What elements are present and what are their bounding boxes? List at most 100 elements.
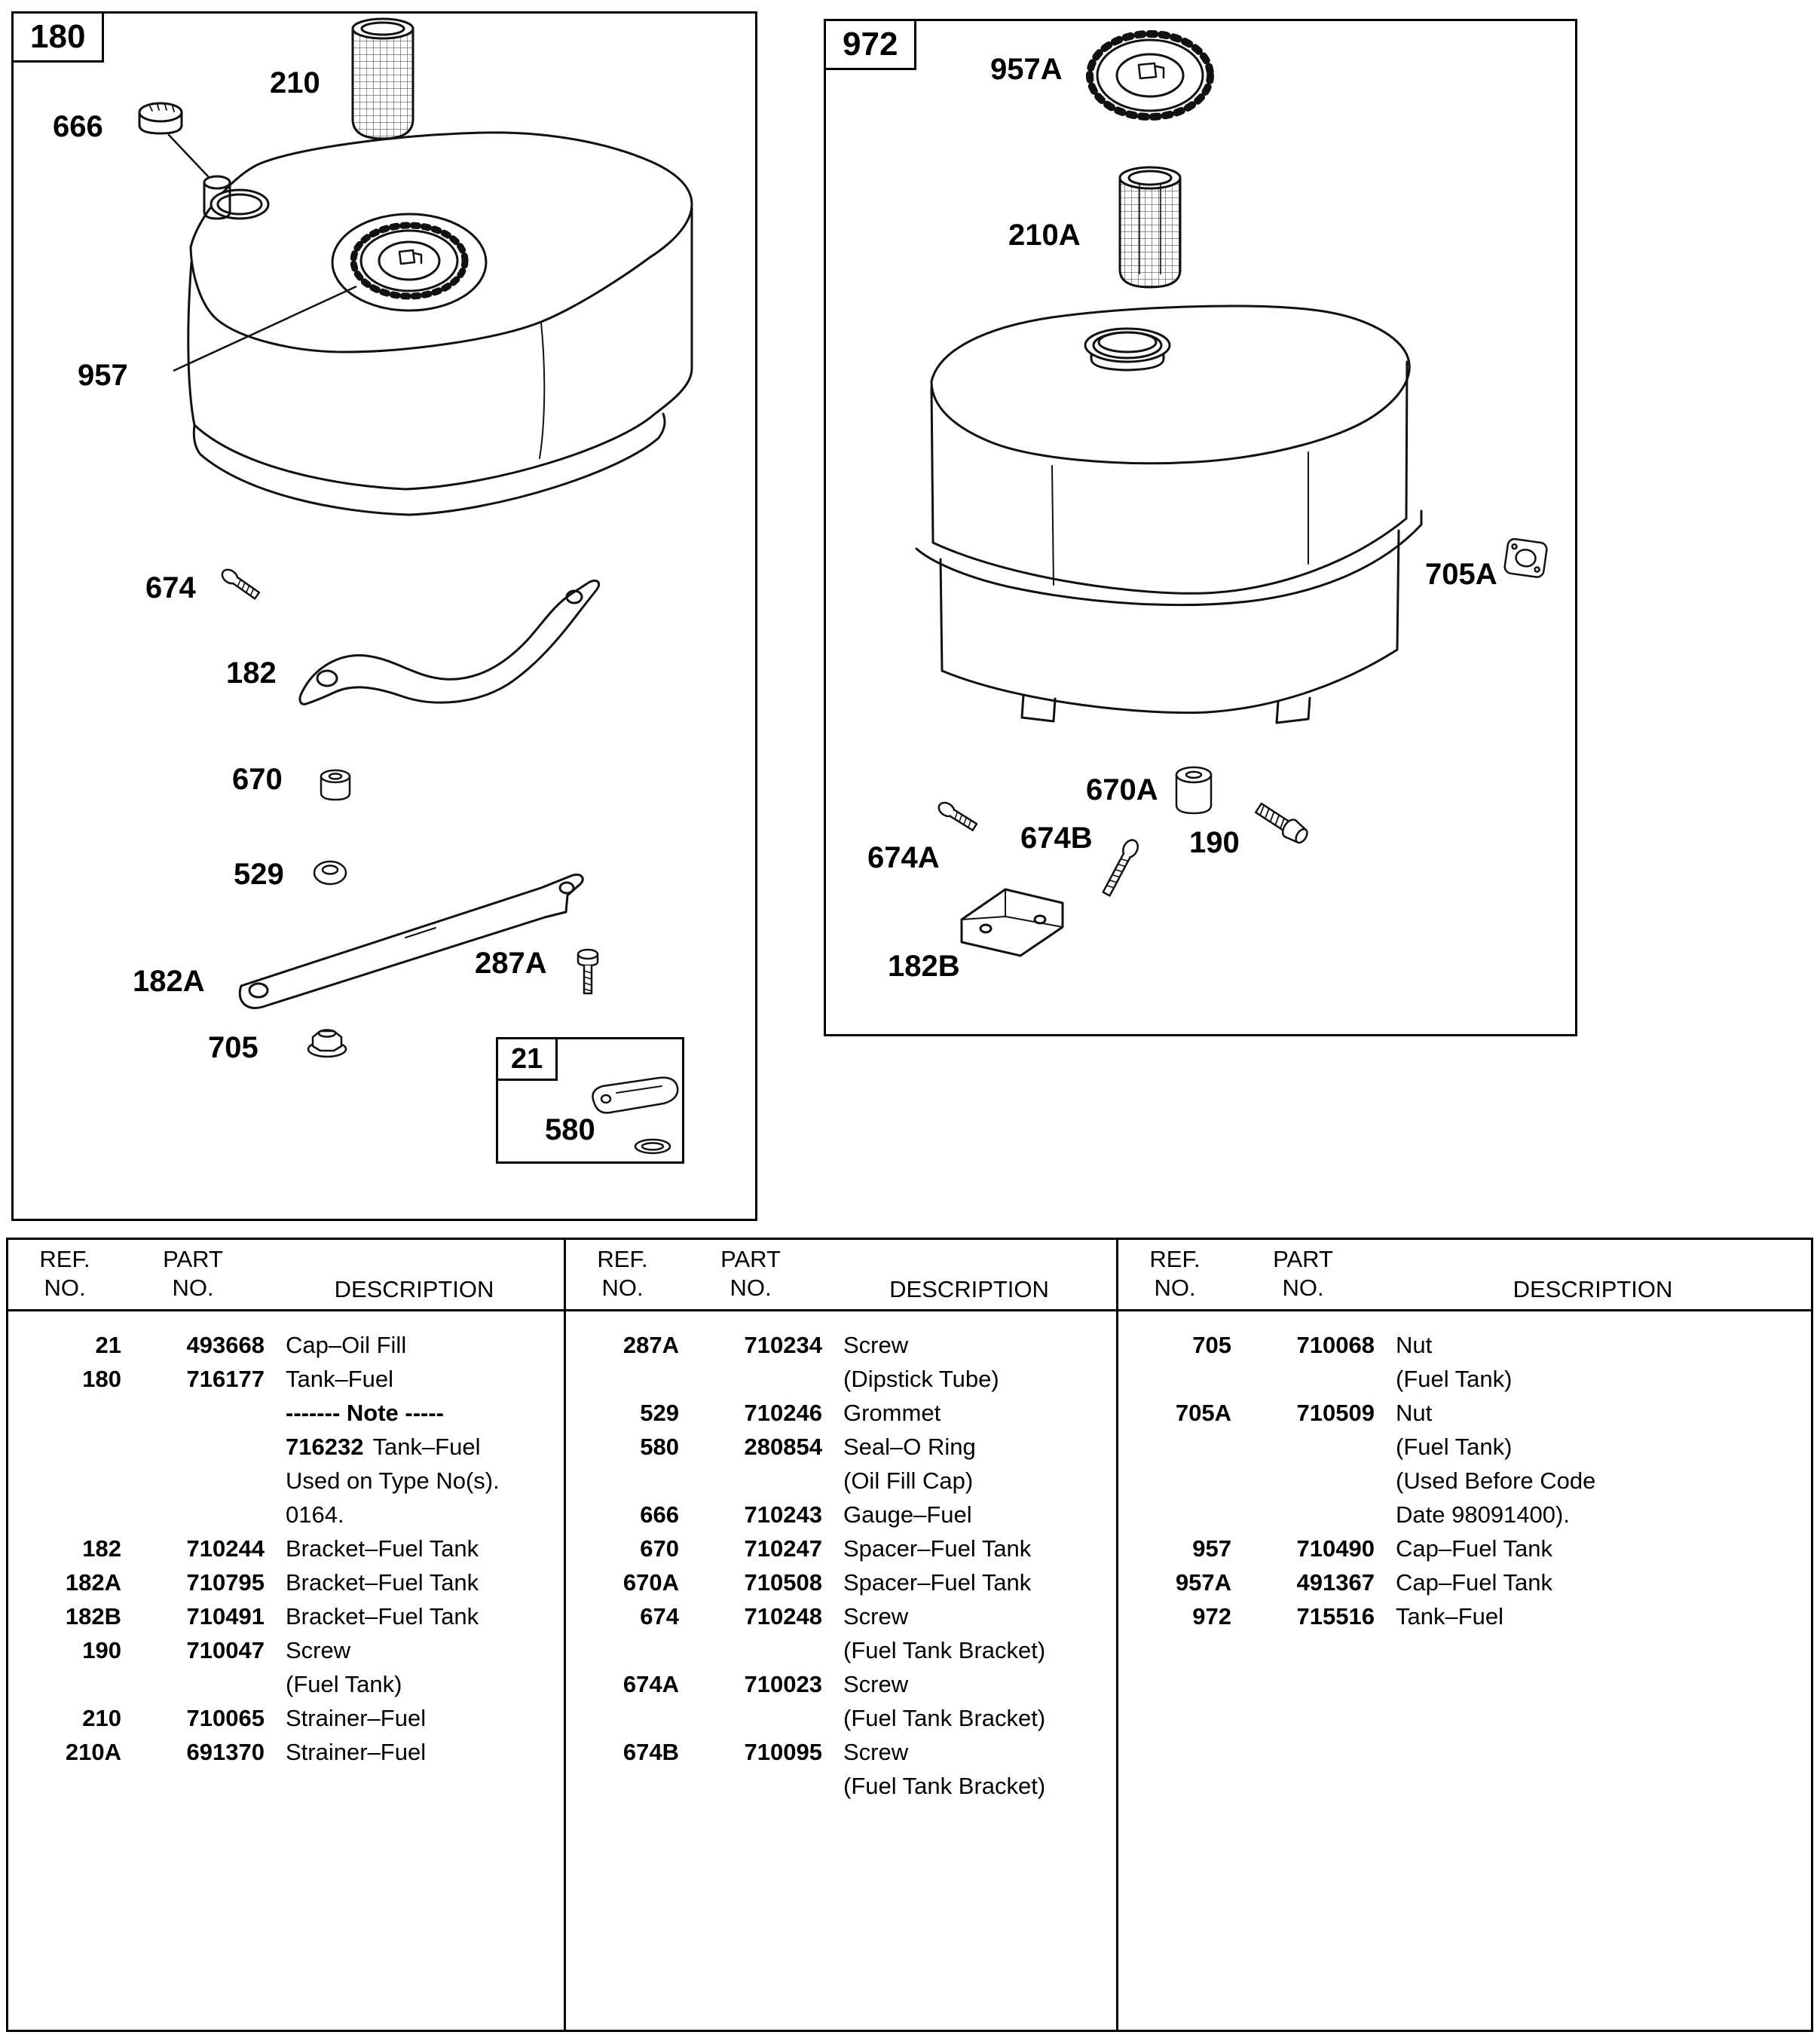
part-no (121, 1430, 265, 1464)
bracket-182B-drawing (960, 888, 1064, 957)
table-row: (Fuel Tank) (1118, 1430, 1811, 1464)
ref-no: 674A (622, 1671, 679, 1697)
description: Tank–Fuel (286, 1366, 394, 1392)
part-label-670: 670 (232, 763, 283, 796)
fuel-gauge-666-drawing (138, 102, 231, 220)
description: ------- Note ----- (286, 1400, 444, 1426)
part-label-190: 190 (1189, 826, 1240, 859)
part-no (679, 1633, 822, 1667)
part-no (121, 1464, 265, 1498)
grommet-529-drawing (313, 860, 347, 886)
table-row: ------- Note ----- (8, 1396, 564, 1430)
screw-674B-drawing (1102, 839, 1139, 897)
exploded-drawing-972 (915, 30, 1548, 957)
table-row: (Dipstick Tube) (566, 1362, 1116, 1396)
description: Screw (843, 1332, 909, 1358)
part-no-header: PART NO. (163, 1245, 223, 1302)
table-row: 21 493668 Cap–Oil Fill (8, 1328, 564, 1362)
part-no: 710243 (744, 1501, 822, 1528)
part-no: 493668 (186, 1332, 265, 1358)
oil-fill-cap-21-drawing (592, 1076, 679, 1114)
description: Cap–Fuel Tank (1396, 1535, 1552, 1562)
inset-number-box-21: 21 (496, 1037, 558, 1081)
part-no (679, 1464, 822, 1498)
table-row: 182 710244 Bracket–Fuel Tank (8, 1532, 564, 1565)
description: Gauge–Fuel (843, 1501, 972, 1528)
table-header: REF. NO. PART NO. DESCRIPTION (8, 1240, 564, 1311)
description: Nut (1396, 1332, 1433, 1358)
table-column-group-1: REF. NO. PART NO. DESCRIPTION 21 493668 (8, 1240, 564, 2030)
table-column-group-2: REF. NO. PART NO. DESCRIPTION 287A 71023… (564, 1240, 1116, 2030)
part-label-666: 666 (53, 110, 103, 143)
table-row: (Fuel Tank Bracket) (566, 1633, 1116, 1667)
part-label-182B: 182B (888, 950, 960, 983)
description: Seal–O Ring (843, 1434, 976, 1460)
description: Date 98091400). (1396, 1501, 1570, 1528)
part-no-header: PART NO. (720, 1245, 781, 1302)
ref-no: 666 (640, 1501, 679, 1528)
ref-no: 210A (65, 1739, 121, 1765)
ref-no (566, 1633, 679, 1667)
strainer-210-drawing (351, 17, 414, 140)
part-label-210A: 210A (1008, 219, 1081, 252)
part-no: 715516 (1296, 1603, 1375, 1630)
description: (Fuel Tank Bracket) (843, 1705, 1046, 1731)
ref-no (566, 1464, 679, 1498)
ref-no (8, 1430, 121, 1464)
part-label-705: 705 (208, 1031, 258, 1064)
description: Strainer–Fuel (286, 1739, 427, 1765)
ref-no: 972 (1192, 1603, 1231, 1630)
table-row: (Fuel Tank Bracket) (566, 1769, 1116, 1803)
bracket-182A-drawing (238, 873, 584, 1009)
description: (Fuel Tank) (286, 1671, 402, 1697)
ref-no-header: REF. NO. (1149, 1245, 1201, 1302)
table-header: REF. NO. PART NO. DESCRIPTION (1118, 1240, 1811, 1311)
table-column-group-3: REF. NO. PART NO. DESCRIPTION 705 710068 (1116, 1240, 1811, 2030)
nut-705-drawing (307, 1029, 347, 1058)
flange-nut-705A-drawing (1503, 537, 1548, 578)
description: (Fuel Tank) (1396, 1434, 1513, 1460)
part-no (679, 1362, 822, 1396)
description: Bracket–Fuel Tank (286, 1535, 479, 1562)
strainer-210A-drawing (1118, 166, 1182, 289)
ref-no (566, 1362, 679, 1396)
bracket-182-drawing (298, 579, 601, 705)
table-row: 972 715516 Tank–Fuel (1118, 1599, 1811, 1633)
description: (Dipstick Tube) (843, 1366, 999, 1392)
description: Tank–Fuel (1396, 1603, 1504, 1630)
table-row: 666 710243 Gauge–Fuel (566, 1498, 1116, 1532)
ref-no-header: REF. NO. (597, 1245, 648, 1302)
part-label-674: 674 (145, 571, 196, 604)
part-no: 710509 (1296, 1400, 1375, 1426)
ref-no: 957 (1192, 1535, 1231, 1562)
spacer-670-drawing (320, 769, 351, 801)
ref-no: 529 (640, 1400, 679, 1426)
table-rows: 21 493668 Cap–Oil Fill 180 716177 Tank–F… (8, 1311, 564, 1769)
description: Screw (843, 1739, 909, 1765)
table-row: 674B 710095 Screw (566, 1735, 1116, 1769)
description-header: DESCRIPTION (889, 1276, 1049, 1302)
description: Grommet (843, 1400, 941, 1426)
part-label-210: 210 (270, 66, 320, 99)
fuel-tank-180-drawing (187, 131, 693, 516)
screw-190-drawing (1254, 802, 1308, 844)
ref-no: 705A (1175, 1400, 1231, 1426)
part-no: 491367 (1296, 1569, 1375, 1596)
panel-number-box-972: 972 (824, 19, 917, 70)
part-label-287A: 287A (475, 947, 547, 980)
table-row: 287A 710234 Screw (566, 1328, 1116, 1362)
part-no-header: PART NO. (1273, 1245, 1333, 1302)
ref-no (8, 1498, 121, 1532)
ref-no: 674 (640, 1603, 679, 1630)
description: Screw (843, 1603, 909, 1630)
leader-line-957 (173, 285, 357, 372)
part-label-580: 580 (545, 1113, 595, 1146)
table-row: 182B 710491 Bracket–Fuel Tank (8, 1599, 564, 1633)
ref-no: 21 (95, 1332, 121, 1358)
part-label-529: 529 (234, 858, 284, 891)
part-label-957: 957 (78, 359, 128, 392)
part-label-705A: 705A (1425, 558, 1497, 591)
ref-no: 182B (65, 1603, 121, 1630)
table-row: (Fuel Tank) (1118, 1362, 1811, 1396)
